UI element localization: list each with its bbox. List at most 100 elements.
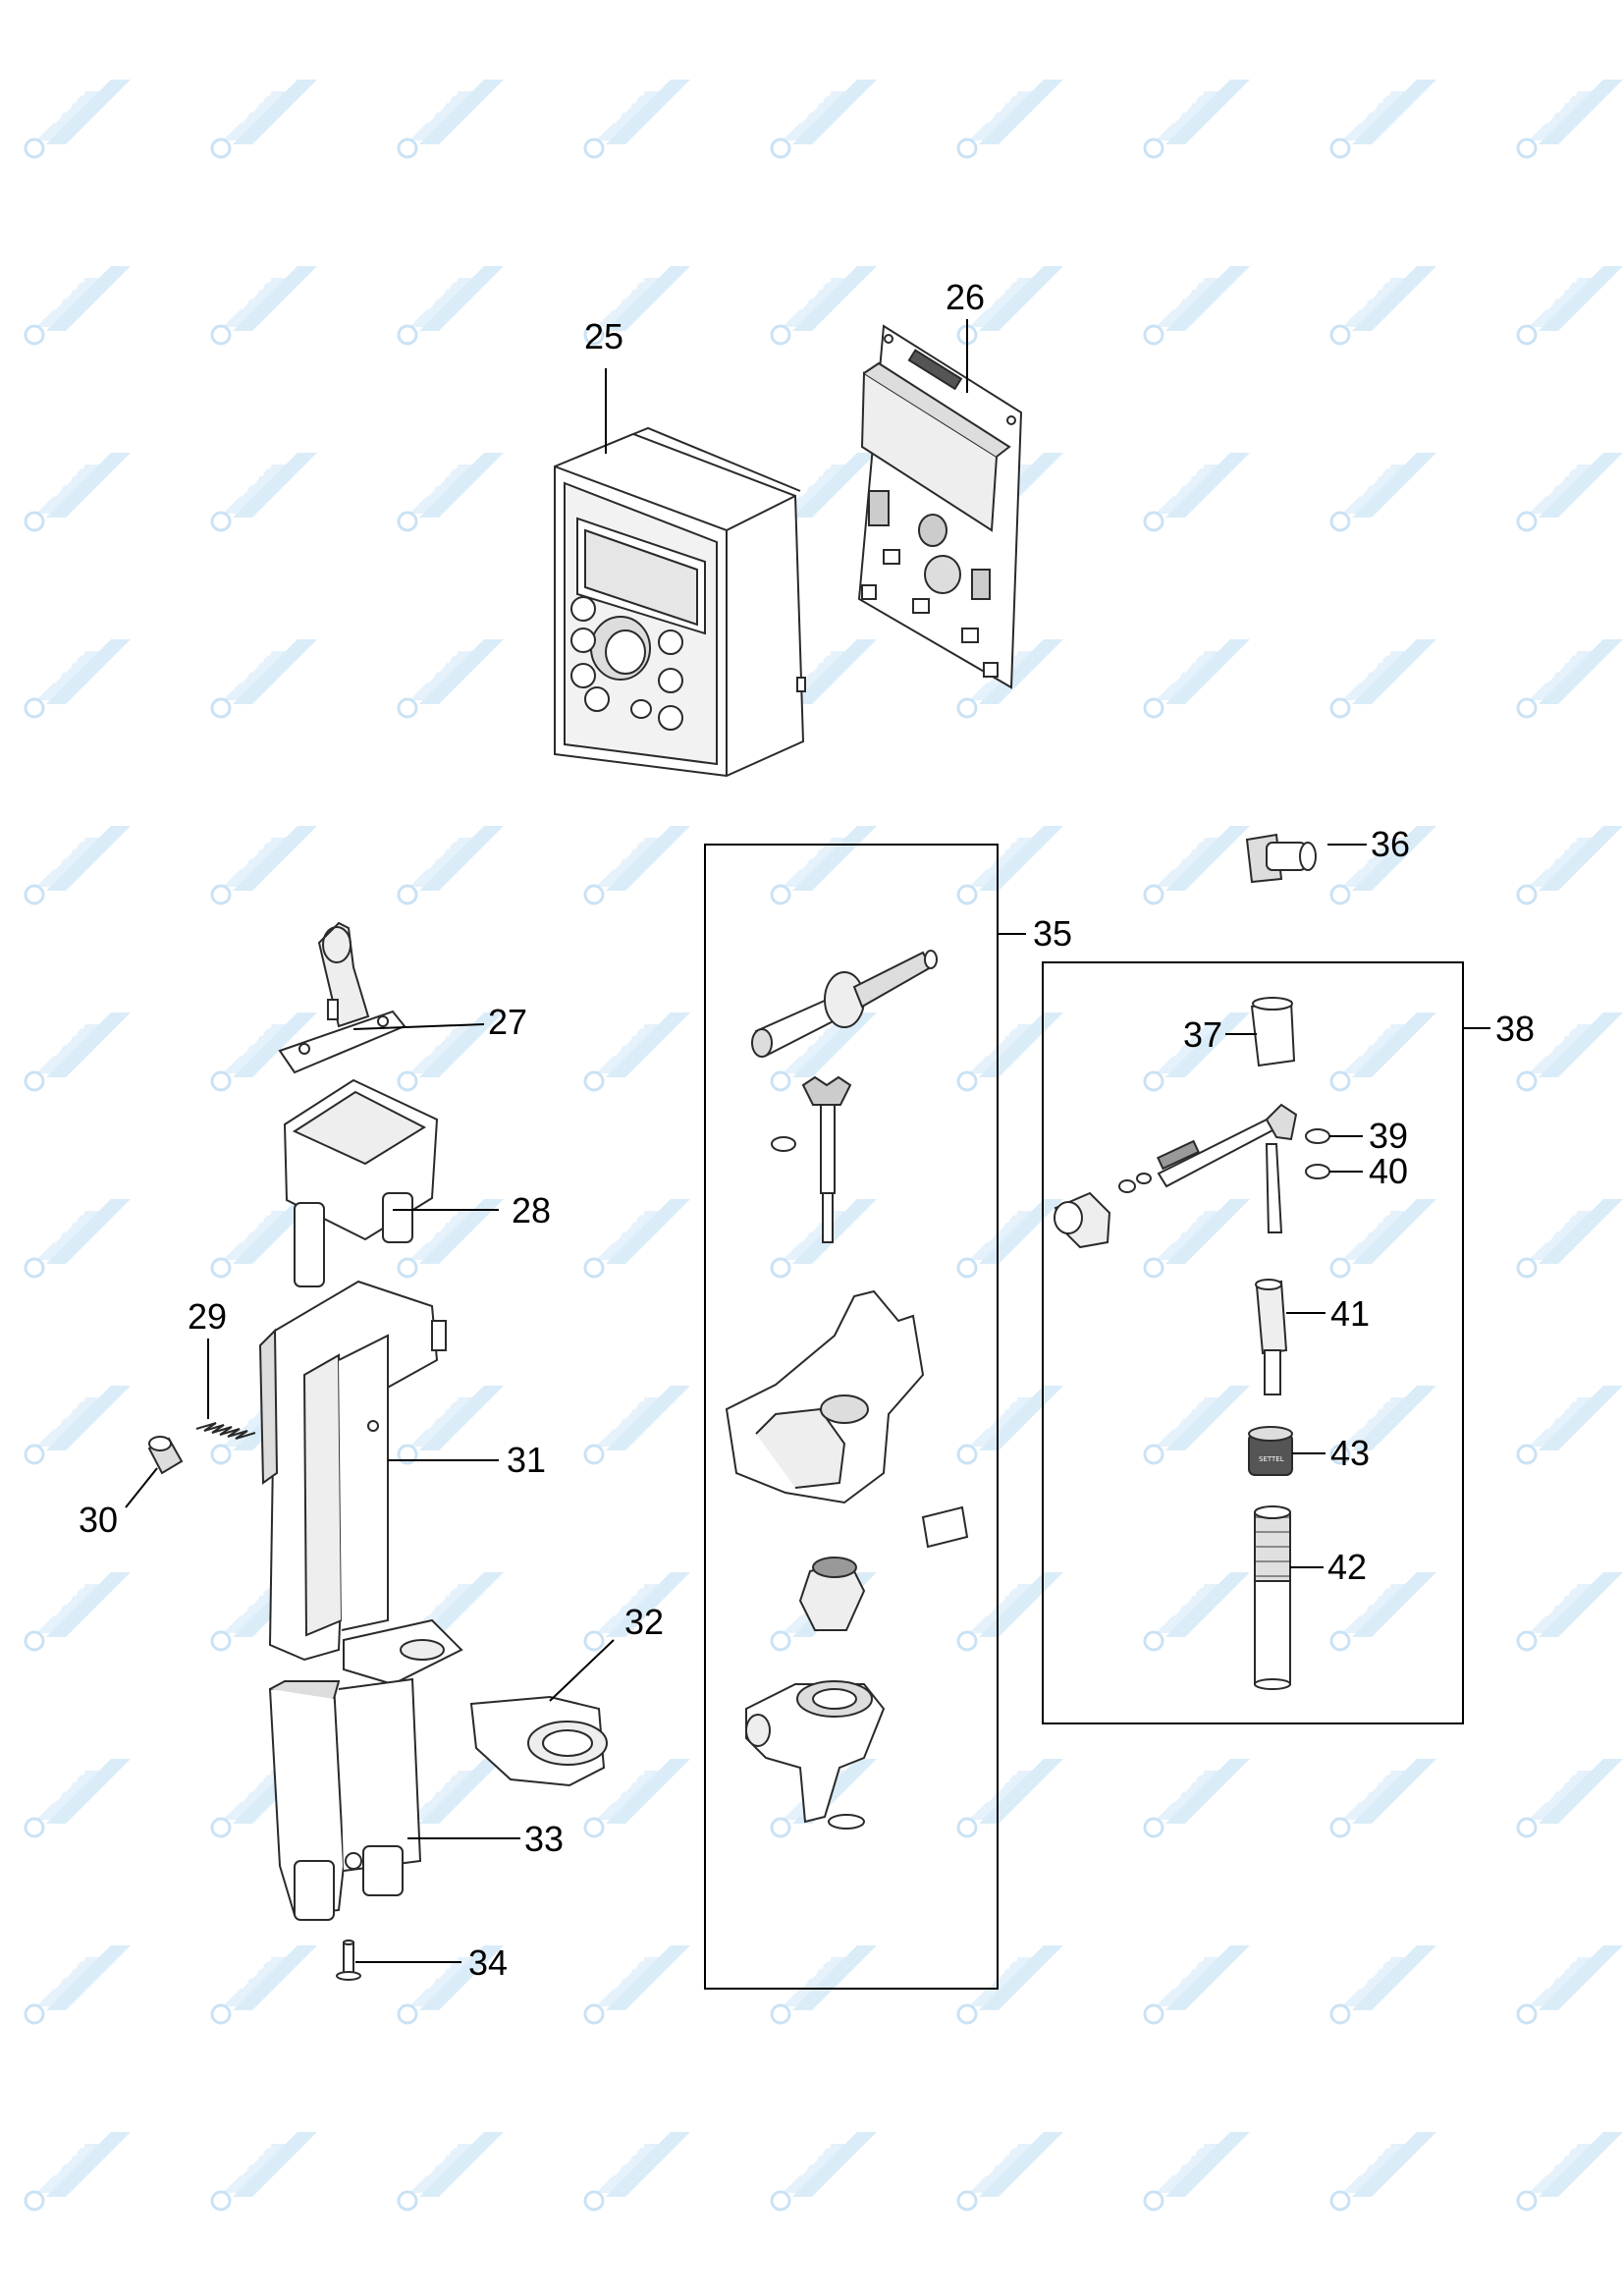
callout-27: 27 — [488, 1002, 527, 1042]
watermark-logo: БЫТ ЗИП — [24, 1345, 133, 1465]
watermark-logo: БЫТ ЗИП — [1329, 1719, 1438, 1838]
watermark-logo: БЫТ ЗИП — [1143, 1345, 1252, 1465]
callout-35: 35 — [1033, 913, 1072, 954]
watermark-logo: БЫТ ЗИП — [1143, 1905, 1252, 2025]
part-27-holder-top — [280, 923, 405, 1072]
watermark-logo: БЫТ ЗИП — [770, 39, 879, 159]
watermark-logo: БЫТ ЗИП — [1143, 599, 1252, 719]
watermark-logo: БЫТ ЗИП — [1329, 39, 1438, 159]
group-38-frame — [1042, 961, 1464, 1724]
watermark-logo: БЫТ ЗИП — [583, 1159, 692, 1279]
part-34-pin — [337, 1941, 360, 1980]
callout-37: 37 — [1183, 1014, 1222, 1055]
watermark-logo: БЫТ ЗИП — [397, 599, 506, 719]
watermark-logo: БЫТ ЗИП — [1329, 599, 1438, 719]
watermark-logo: БЫТ ЗИП — [956, 1719, 1065, 1838]
watermark-logo: БЫТ ЗИП — [1329, 2092, 1438, 2212]
part-42-tube — [1255, 1506, 1290, 1689]
watermark-logo: БЫТ ЗИП — [210, 599, 319, 719]
watermark-logo: БЫТ ЗИП — [1329, 972, 1438, 1092]
watermark-logo: БЫТ ЗИП — [1143, 226, 1252, 346]
watermark-logo: БЫТ ЗИП — [1516, 1159, 1623, 1279]
watermark-logo: БЫТ ЗИП — [24, 1719, 133, 1838]
callout-38: 38 — [1495, 1009, 1535, 1049]
watermark-logo: БЫТ ЗИП — [1143, 786, 1252, 905]
watermark-logo: БЫТ ЗИП — [24, 1159, 133, 1279]
watermark-logo: БЫТ ЗИП — [1143, 2092, 1252, 2212]
callout-labels: 25 26 27 28 29 30 31 32 33 34 35 36 37 3… — [79, 277, 1535, 1983]
part-43-marking: SETTEL — [1259, 1455, 1284, 1463]
part-29-spring — [196, 1423, 255, 1439]
leader-lines — [125, 319, 1490, 1963]
part-33-lower-housing — [270, 1679, 420, 1920]
watermark-logo: БЫТ ЗИП — [956, 1905, 1065, 2025]
callout-42: 42 — [1327, 1547, 1367, 1587]
part-36-knob — [1247, 835, 1316, 882]
watermark-logo: БЫТ ЗИП — [210, 786, 319, 905]
watermark-logo: БЫТ ЗИП — [210, 2092, 319, 2212]
part-25-control-panel — [555, 428, 805, 776]
part-41-stem — [1256, 1280, 1286, 1394]
watermark-logo: БЫТ ЗИП — [24, 412, 133, 532]
watermark-logo: БЫТ ЗИП — [1516, 599, 1623, 719]
watermark-logo: БЫТ ЗИП — [770, 2092, 879, 2212]
watermark-logo: БЫТ ЗИП — [583, 1345, 692, 1465]
watermark-logo: БЫТ ЗИП — [397, 786, 506, 905]
watermark-logo: БЫТ ЗИП — [1516, 226, 1623, 346]
leader-30 — [125, 1467, 158, 1508]
part-26-circuit-board — [859, 326, 1021, 687]
watermark-logo: БЫТ ЗИП — [956, 972, 1065, 1092]
watermark-logo: БЫТ ЗИП — [210, 226, 319, 346]
watermark-logo: БЫТ ЗИП — [24, 972, 133, 1092]
watermark-logo: БЫТ ЗИП — [210, 412, 319, 532]
watermark-logo: БЫТ ЗИП — [583, 1905, 692, 2025]
watermark-logo: БЫТ ЗИП — [583, 2092, 692, 2212]
watermark-logo: БЫТ ЗИП — [1516, 1345, 1623, 1465]
watermark-logo: БЫТ ЗИП — [770, 1905, 879, 2025]
watermark-logo: БЫТ ЗИП — [24, 1532, 133, 1652]
callout-36: 36 — [1371, 824, 1410, 864]
watermark-logo: БЫТ ЗИП — [1516, 39, 1623, 159]
callout-41: 41 — [1330, 1293, 1370, 1334]
callout-26: 26 — [946, 277, 985, 317]
part-35-shaft-assembly — [727, 951, 967, 1829]
watermark-logo: БЫТ ЗИП — [770, 226, 879, 346]
watermark-logo: БЫТ ЗИП — [24, 599, 133, 719]
watermark-logo: БЫТ ЗИП — [956, 1345, 1065, 1465]
callout-39: 39 — [1369, 1116, 1408, 1156]
watermark-logo: БЫТ ЗИП — [956, 1532, 1065, 1652]
watermark-logo: БЫТ ЗИП — [1143, 39, 1252, 159]
watermark-logo: БЫТ ЗИП — [210, 1905, 319, 2025]
watermark-logo: БЫТ ЗИП — [1516, 412, 1623, 532]
watermark-logo: БЫТ ЗИП — [24, 1905, 133, 2025]
watermark-logo: БЫТ ЗИП — [210, 972, 319, 1092]
part-30-cap — [149, 1437, 182, 1473]
watermark-logo: БЫТ ЗИП — [397, 226, 506, 346]
watermark-logo: БЫТ ЗИП — [956, 2092, 1065, 2212]
callout-33: 33 — [524, 1819, 564, 1859]
callout-30: 30 — [79, 1500, 118, 1540]
watermark-logo: БЫТ ЗИП — [24, 2092, 133, 2212]
callout-32: 32 — [624, 1602, 664, 1642]
part-37-sleeve — [1252, 998, 1294, 1066]
watermark-logo: БЫТ ЗИП — [1143, 1532, 1252, 1652]
watermark-logo: БЫТ ЗИП — [583, 786, 692, 905]
part-43-nut: SETTEL — [1249, 1427, 1292, 1475]
part-28-tray — [285, 1080, 437, 1286]
part-31-housing — [260, 1282, 461, 1684]
watermark-logo: БЫТ ЗИП — [397, 412, 506, 532]
watermark-logo: БЫТ ЗИП — [956, 1159, 1065, 1279]
watermark-logo: БЫТ ЗИП — [24, 226, 133, 346]
watermark-logo: БЫТ ЗИП — [397, 2092, 506, 2212]
watermark-logo: БЫТ ЗИП — [210, 39, 319, 159]
part-40-oring — [1306, 1165, 1329, 1178]
leader-32 — [549, 1639, 615, 1702]
watermark-logo: БЫТ ЗИП — [1143, 1719, 1252, 1838]
watermark-logo: БЫТ ЗИП — [24, 786, 133, 905]
watermark-logo: БЫТ ЗИП — [583, 39, 692, 159]
callout-43: 43 — [1330, 1433, 1370, 1473]
watermark-logo: БЫТ ЗИП — [1516, 1719, 1623, 1838]
callout-25: 25 — [584, 316, 623, 356]
part-38-valve-assembly — [1055, 1105, 1296, 1247]
